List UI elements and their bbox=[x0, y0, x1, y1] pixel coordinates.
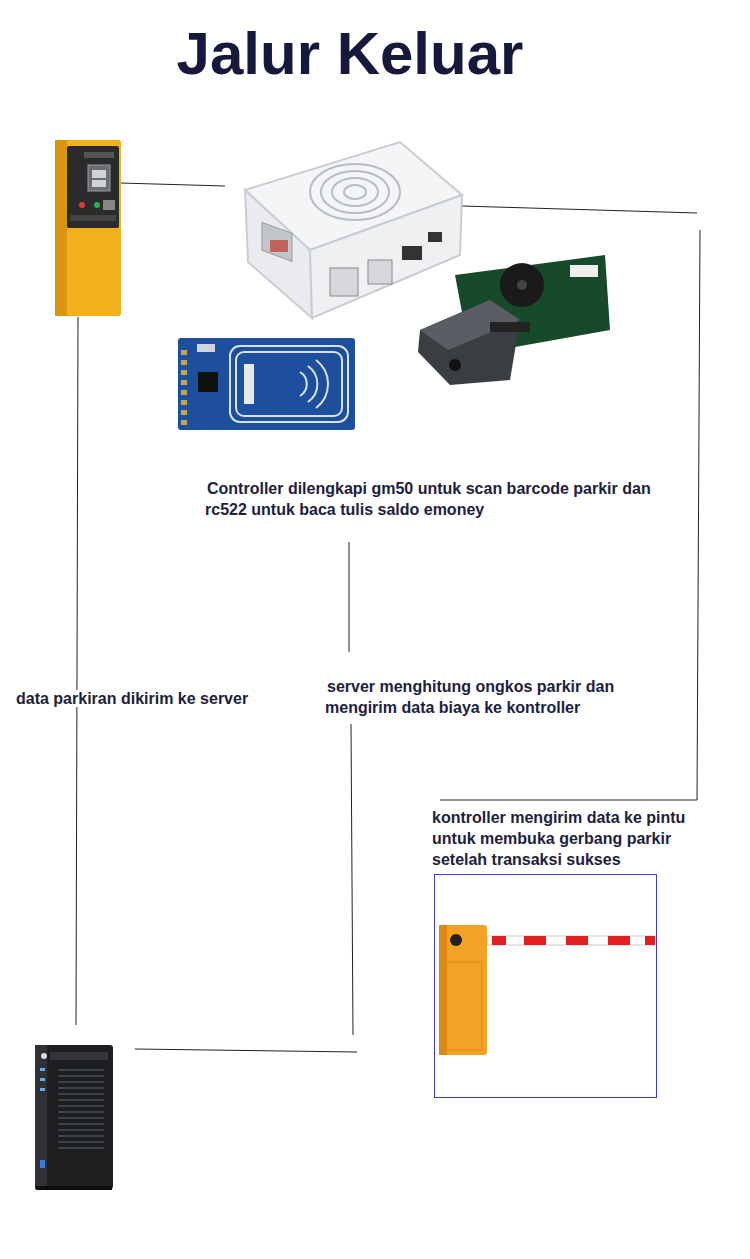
note-text: Controller dilengkapi gm50 untuk scan ba… bbox=[205, 480, 651, 518]
ticket-machine bbox=[55, 140, 121, 316]
server-tower bbox=[35, 1045, 113, 1190]
note-label: Controller dilengkapi gm50 untuk scan ba… bbox=[205, 478, 690, 520]
note-text: data parkiran dikirim ke server bbox=[14, 690, 250, 707]
rfid-board bbox=[178, 338, 355, 430]
gate-box: kontroller mengirim data ke pintu untuk … bbox=[434, 874, 657, 1098]
note-label: server menghitung ongkos parkir dan meng… bbox=[325, 676, 665, 718]
controller-case bbox=[245, 142, 462, 318]
note-text: server menghitung ongkos parkir dan meng… bbox=[325, 678, 614, 716]
barrier-gate bbox=[439, 925, 655, 1055]
barcode-scanner bbox=[418, 255, 610, 385]
wire bbox=[76, 183, 700, 1052]
node-heading: kontroller mengirim data ke pintu untuk … bbox=[432, 807, 694, 870]
diagram-title: Jalur Keluar bbox=[0, 18, 700, 90]
note-label: data parkiran dikirim ke server bbox=[14, 688, 304, 709]
